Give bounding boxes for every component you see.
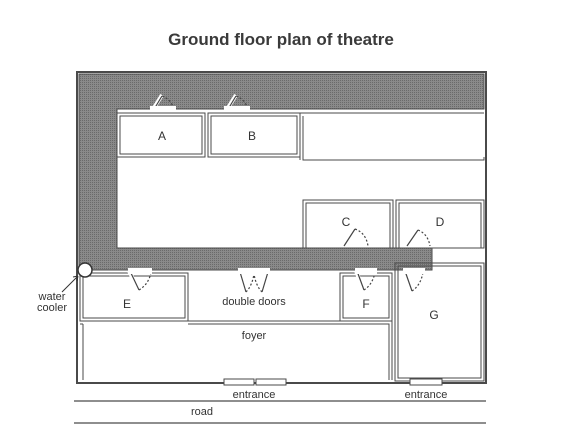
entrance-left-label: entrance (232, 389, 276, 401)
building-outline (76, 71, 487, 384)
room-f-label: F (362, 297, 370, 311)
door-d (404, 227, 431, 248)
door-c (341, 226, 369, 248)
room-a-label: A (157, 129, 167, 143)
entrance-left-door (223, 378, 255, 386)
entrance-right-door (409, 378, 443, 386)
room-d-label: D (435, 215, 445, 229)
room-c-label: C (341, 215, 351, 229)
door-f (354, 270, 376, 292)
double-doors-label: double doors (222, 296, 286, 308)
corridor (78, 73, 485, 271)
double-doors (238, 271, 270, 294)
entrance-right-label: entrance (404, 389, 448, 401)
room-e-label: E (122, 297, 132, 311)
foyer-area (80, 320, 393, 380)
water-cooler-icon (77, 262, 93, 278)
door-g (402, 270, 424, 293)
water-cooler-label-line1: water (38, 291, 66, 303)
auditorium (303, 157, 485, 161)
foyer-label: foyer (241, 330, 267, 342)
water-cooler-label-line2: cooler (37, 302, 67, 314)
page-title: Ground floor plan of theatre (168, 30, 394, 49)
room-g-label: G (429, 308, 439, 322)
road-label: road (190, 406, 214, 418)
room-b-label: B (247, 129, 257, 143)
water-cooler-pointer (61, 275, 79, 293)
room-a (116, 112, 206, 158)
